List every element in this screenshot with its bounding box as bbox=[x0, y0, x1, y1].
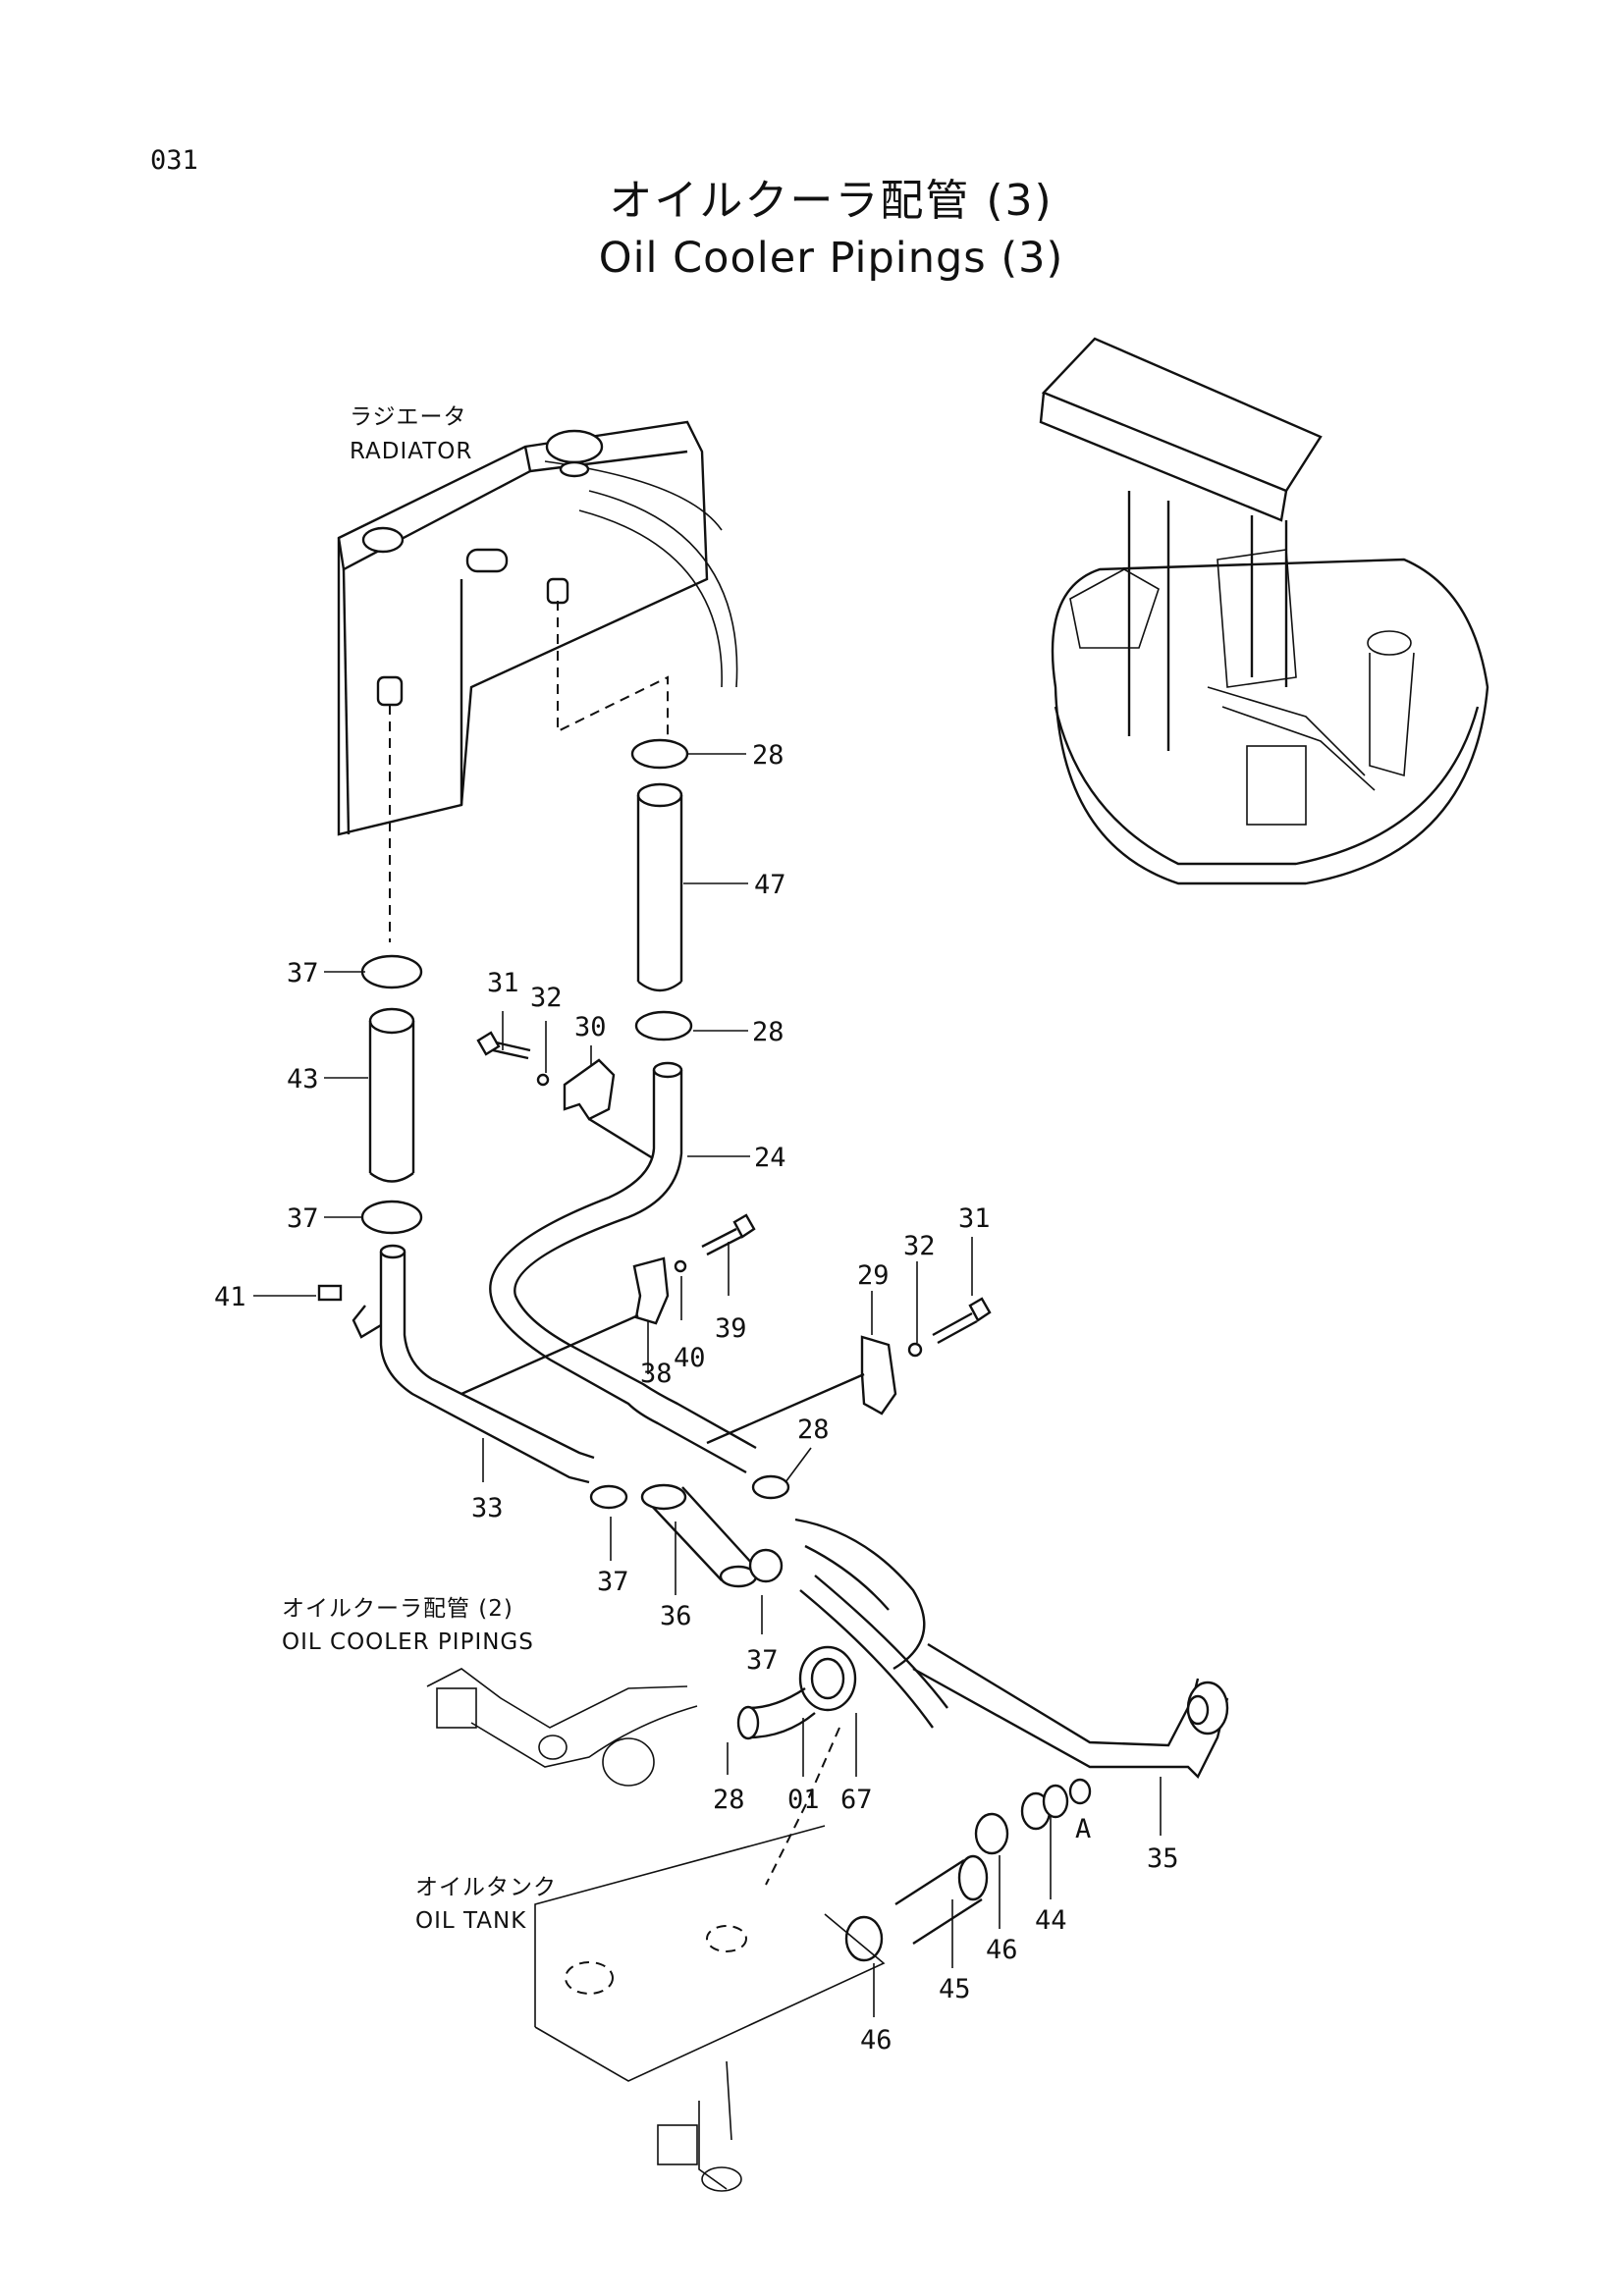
callout-37-a: 37 bbox=[287, 958, 319, 988]
ref-a-label: A bbox=[1075, 1814, 1091, 1844]
title-block: オイルクーラ配管 (3) Oil Cooler Pipings (3) bbox=[0, 165, 1623, 283]
title-japanese: オイルクーラ配管 (3) bbox=[609, 176, 1054, 226]
callout-31-a: 31 bbox=[487, 968, 519, 998]
pipe-01 bbox=[736, 1518, 948, 1740]
callout-01: 01 bbox=[787, 1785, 820, 1815]
hose-47 bbox=[630, 738, 693, 1041]
excavator-thumbnail bbox=[1039, 337, 1489, 885]
callout-32-a: 32 bbox=[530, 983, 563, 1013]
callout-30: 30 bbox=[574, 1012, 607, 1042]
callout-31-b: 31 bbox=[958, 1203, 991, 1234]
oil-cooler-label-jp: オイルクーラ配管 (2) bbox=[282, 1596, 514, 1622]
callout-43: 43 bbox=[287, 1064, 319, 1095]
callout-41: 41 bbox=[214, 1282, 246, 1312]
clamp-38 bbox=[460, 1213, 756, 1396]
callout-37-b: 37 bbox=[287, 1203, 319, 1234]
callout-29: 29 bbox=[857, 1260, 890, 1291]
oil-tank-label-jp: オイルタンク bbox=[415, 1875, 557, 1900]
page-number: 031 bbox=[150, 145, 198, 176]
leader-lines bbox=[389, 601, 840, 1886]
hose-43 bbox=[360, 954, 423, 1235]
callout-32-b: 32 bbox=[903, 1231, 936, 1261]
callout-28-a: 28 bbox=[752, 740, 784, 771]
callout-28-d: 28 bbox=[713, 1785, 745, 1815]
callout-35: 35 bbox=[1147, 1843, 1179, 1874]
callout-67: 67 bbox=[840, 1785, 873, 1815]
callout-46-a: 46 bbox=[986, 1935, 1018, 1965]
callout-39: 39 bbox=[715, 1313, 747, 1344]
callout-36: 36 bbox=[660, 1601, 692, 1631]
callout-28-b: 28 bbox=[752, 1017, 784, 1047]
hose-45 bbox=[844, 1778, 1092, 1962]
title-english: Oil Cooler Pipings (3) bbox=[598, 234, 1064, 283]
pipe-24 bbox=[489, 1061, 757, 1474]
radiator-label-jp: ラジエータ bbox=[350, 404, 467, 430]
radiator bbox=[337, 420, 738, 836]
clamp-29 bbox=[706, 1297, 992, 1445]
callout-37-c: 37 bbox=[597, 1567, 629, 1597]
callout-lines bbox=[253, 753, 1162, 2017]
hose-36 bbox=[589, 1474, 790, 1588]
oil-cooler-label-en: OIL COOLER PIPINGS bbox=[282, 1629, 534, 1655]
callout-38: 38 bbox=[640, 1359, 673, 1389]
oil-cooler-pipings-2 bbox=[426, 1668, 698, 1787]
callout-46-b: 46 bbox=[860, 2025, 893, 2056]
callout-40: 40 bbox=[674, 1343, 706, 1373]
callout-24: 24 bbox=[754, 1143, 786, 1173]
pipe-33 bbox=[317, 1244, 595, 1484]
callout-37-d: 37 bbox=[746, 1645, 779, 1676]
oil-tank-label-en: OIL TANK bbox=[415, 1908, 526, 1934]
bolt-31-left bbox=[476, 1031, 550, 1087]
pipe-35 bbox=[912, 1642, 1229, 1780]
bracket-30 bbox=[563, 1058, 654, 1160]
callout-45: 45 bbox=[939, 1974, 971, 2004]
oil-tank bbox=[534, 1825, 886, 2192]
callout-33: 33 bbox=[471, 1493, 504, 1523]
radiator-label-en: RADIATOR bbox=[350, 439, 472, 464]
callout-28-c: 28 bbox=[797, 1415, 830, 1445]
callout-44: 44 bbox=[1035, 1905, 1067, 1936]
callout-47: 47 bbox=[754, 870, 786, 900]
